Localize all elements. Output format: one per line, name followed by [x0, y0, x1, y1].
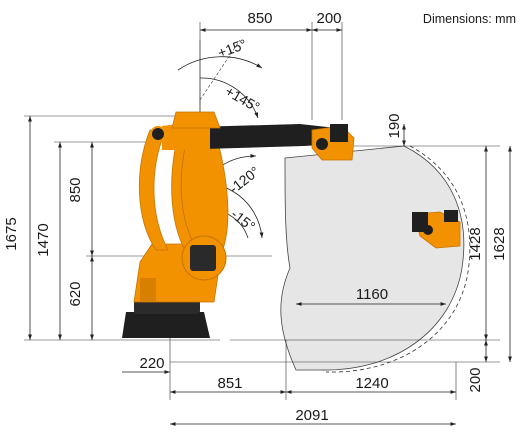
dimension-labels: 850 200 190 1675 1470 850 620 220 851 12… [3, 10, 508, 424]
dim-front-reach: 1240 [355, 375, 388, 392]
work-envelope-area [280, 145, 465, 371]
dim-flange-offset: 190 [386, 113, 403, 138]
dim-inner-radius: 1160 [356, 286, 388, 303]
dim-base-offset: 220 [139, 355, 164, 372]
work-envelope [280, 145, 471, 373]
motor-housing [190, 245, 216, 271]
dim-top-flange: 200 [316, 10, 341, 27]
shoulder-joint [150, 126, 166, 142]
angle-plus-145: +145° [223, 83, 263, 115]
robot-base-ring [134, 300, 200, 314]
dim-total-reach: 2091 [295, 407, 328, 424]
caption-dimensions: Dimensions: mm [423, 12, 516, 26]
dim-shoulder-height: 1470 [35, 223, 52, 256]
angle-minus-120: -120° [226, 163, 262, 196]
robot-counterweight [171, 111, 221, 129]
robot-base [122, 312, 210, 338]
extension-lines [24, 22, 500, 400]
dim-top-reach: 850 [247, 10, 272, 27]
dim-arm-length: 850 [67, 177, 84, 202]
dim-envelope-height: 1428 [467, 227, 484, 260]
envelope-dashed-outline [325, 145, 471, 373]
dim-base-height: 620 [67, 281, 84, 306]
dim-envelope-total: 1628 [491, 227, 508, 260]
dim-envelope-below: 200 [467, 367, 484, 392]
dim-total-height: 1675 [3, 217, 20, 250]
dim-rear-reach: 851 [217, 375, 242, 392]
robot-illustration [122, 111, 461, 338]
robot-parallel-link [138, 129, 169, 251]
angle-minus-15: -15° [228, 206, 258, 235]
dimension-lines [28, 28, 512, 426]
